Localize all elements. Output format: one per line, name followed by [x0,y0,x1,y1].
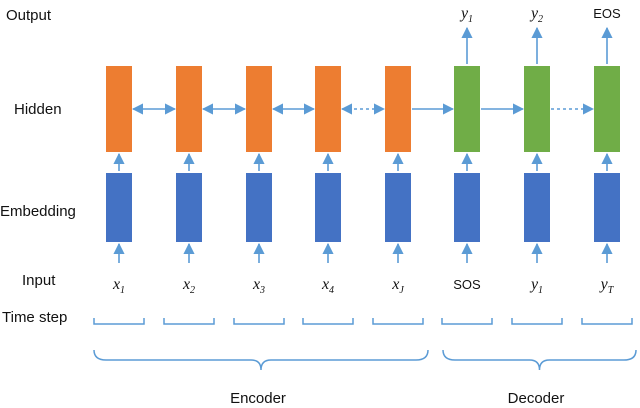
input-token-2-base: x [182,276,190,293]
input-token-4-sub: 4 [329,285,334,296]
input-token-1-base: x [112,276,120,293]
encoder-hidden-cell-1 [106,66,132,152]
input-token-8-base: y [599,276,609,293]
input-token-1-sub: 1 [120,285,125,296]
row-label-embedding: Embedding [0,203,76,220]
decoder-brace [442,349,637,371]
input-token-3-sub: 3 [259,285,265,296]
output-token-1-sub: 1 [468,14,473,25]
output-token-1: y1 [459,5,473,25]
embedding-cell-2 [176,173,202,242]
decoder-hidden-cell-8 [594,66,620,152]
decoder-label: Decoder [508,390,565,407]
embedding-cell-1 [106,173,132,242]
decoder-hidden-cell-7 [524,66,550,152]
input-token-8-sub: T [608,285,615,296]
time-step-bracket-7 [511,318,563,325]
embedding-cell-8 [594,173,620,242]
input-token-5-sub: J [399,285,404,296]
output-token-2-base: y [529,5,539,22]
input-token-7-sub: 1 [538,285,543,296]
embedding-cell-3 [246,173,272,242]
time-step-bracket-1 [93,318,145,325]
output-token-2: y2 [529,5,543,25]
encoder-hidden-cell-3 [246,66,272,152]
input-token-5-base: x [391,276,399,293]
output-token-2-sub: 2 [538,14,543,25]
input-token-8: yT [599,276,615,296]
encoder-hidden-cell-5 [385,66,411,152]
input-token-7-base: y [529,276,539,293]
row-label-time-step: Time step [2,309,67,326]
input-token-2: x2 [182,276,195,296]
row-label-hidden: Hidden [14,101,62,118]
time-step-bracket-6 [441,318,493,325]
time-step-bracket-5 [372,318,424,325]
output-token-1-base: y [459,5,469,22]
time-step-bracket-8 [581,318,633,325]
input-token-1: x1 [112,276,125,296]
row-label-output: Output [6,7,52,24]
decoder-hidden-cell-6 [454,66,480,152]
input-token-4: x4 [321,276,334,296]
embedding-cell-6 [454,173,480,242]
input-token-4-base: x [321,276,329,293]
encoder-brace [93,349,429,371]
embedding-cell-7 [524,173,550,242]
input-token-6: SOS [453,277,481,292]
input-token-7: y1 [529,276,543,296]
encoder-hidden-cell-4 [315,66,341,152]
input-token-3: x3 [252,276,265,296]
encoder-hidden-cell-2 [176,66,202,152]
input-token-3-base: x [252,276,260,293]
input-token-2-sub: 2 [190,285,195,296]
row-label-input: Input [22,272,56,289]
time-step-bracket-2 [163,318,215,325]
input-token-6-base: SOS [453,277,481,292]
output-token-3: EOS [593,6,621,21]
encoder-label: Encoder [230,390,286,407]
time-step-bracket-3 [233,318,285,325]
time-step-bracket-4 [302,318,354,325]
embedding-cell-4 [315,173,341,242]
output-token-3-base: EOS [593,6,621,21]
embedding-cell-5 [385,173,411,242]
input-token-5: xJ [391,276,404,296]
